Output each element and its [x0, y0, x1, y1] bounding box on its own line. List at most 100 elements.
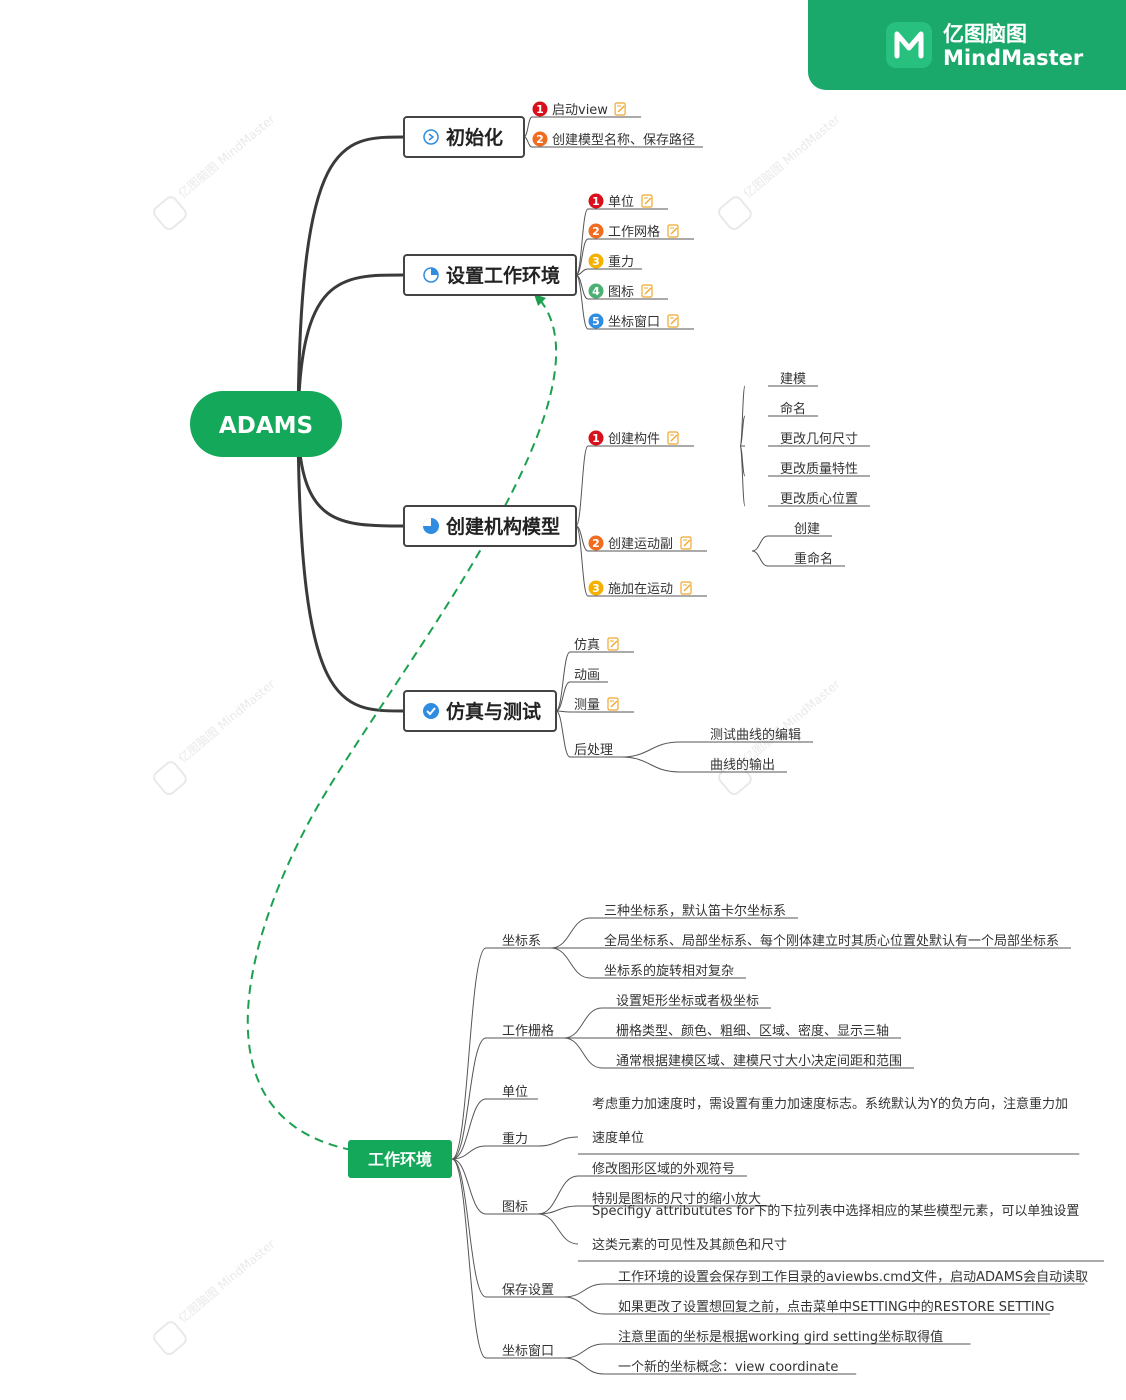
sim-item-3[interactable]: 测量 — [574, 698, 600, 713]
joint-sub-1[interactable]: 创建 — [794, 522, 820, 537]
workenv-detail[interactable]: 工作环境的设置会保存到工作目录的aviewbs.cmd文件，启动ADAMS会自动… — [618, 1269, 1088, 1285]
connector — [537, 1175, 579, 1215]
init-item-1-label: 启动view — [552, 103, 608, 118]
note-icon[interactable] — [667, 314, 679, 328]
model-sub-3[interactable]: 更改几何尺寸 — [780, 431, 858, 447]
workenv-detail[interactable]: 注意里面的坐标是根据working gird setting坐标取得值 — [618, 1329, 943, 1345]
priority-2-icon: 2 — [588, 223, 604, 239]
workenv-item-5[interactable]: 图标 — [502, 1200, 528, 1215]
workenv-detail[interactable]: 三种坐标系，默认笛卡尔坐标系 — [604, 903, 786, 919]
watermark: 亿图脑图 MindMaster — [153, 676, 278, 795]
workenv-item-6[interactable]: 保存设置 — [502, 1283, 554, 1298]
workenv-item-2[interactable]: 工作栅格 — [502, 1023, 554, 1039]
workenv-item-label: 坐标窗口 — [502, 1343, 554, 1359]
connector — [451, 1158, 487, 1215]
connector — [451, 1158, 487, 1359]
model-sub-2[interactable]: 命名 — [780, 401, 806, 417]
workenv-detail[interactable]: 设置矩形坐标或者极坐标 — [616, 994, 759, 1009]
workenv-detail[interactable]: 一个新的坐标概念：view coordinate — [618, 1359, 838, 1375]
note-icon[interactable] — [641, 284, 653, 298]
env-item-5[interactable]: 坐标窗口 — [608, 314, 660, 330]
note-icon[interactable] — [641, 194, 653, 208]
model-item-3[interactable]: 施加在运动 — [608, 582, 673, 597]
svg-text:亿图脑图 MindMaster: 亿图脑图 MindMaster — [175, 676, 278, 766]
floating-topic-label: 工作环境 — [368, 1150, 432, 1169]
workenv-item-7[interactable]: 坐标窗口 — [502, 1343, 554, 1359]
env-item-1[interactable]: 单位 — [608, 195, 634, 210]
workenv-item-label: 保存设置 — [502, 1283, 554, 1298]
env-item-4-label: 图标 — [608, 285, 634, 300]
connector — [537, 1205, 579, 1215]
sim-item-1[interactable]: 仿真 — [574, 638, 600, 653]
note-icon[interactable] — [607, 637, 619, 651]
connector — [563, 1343, 605, 1359]
topic-init-label: 初始化 — [446, 126, 503, 149]
init-item-1[interactable]: 启动view — [552, 103, 608, 118]
workenv-detail[interactable]: 如果更改了设置想回复之前，点击菜单中SETTING中的RESTORE SETTI… — [618, 1299, 1055, 1315]
svg-text:亿图脑图 MindMaster: 亿图脑图 MindMaster — [175, 111, 278, 201]
post-sub-1[interactable]: 测试曲线的编辑 — [710, 727, 801, 743]
workenv-item-1[interactable]: 坐标系 — [502, 934, 541, 949]
topic-sim[interactable]: 仿真与测试 — [403, 690, 557, 732]
model-sub-label: 更改质心位置 — [780, 492, 858, 507]
env-item-3[interactable]: 重力 — [608, 254, 634, 270]
model-sub-5[interactable]: 更改质心位置 — [780, 492, 858, 507]
chevron-right-circle-icon — [423, 129, 439, 145]
workenv-item-4[interactable]: 重力 — [502, 1131, 528, 1147]
workenv-detail[interactable]: 全局坐标系、局部坐标系、每个刚体建立时其质心位置处默认有一个局部坐标系 — [604, 933, 1059, 949]
note-icon[interactable] — [680, 581, 692, 595]
svg-text:亿图脑图 MindMaster: 亿图脑图 MindMaster — [175, 1236, 278, 1326]
workenv-detail[interactable]: 坐标系的旋转相对复杂 — [604, 963, 734, 979]
init-item-2[interactable]: 创建模型名称、保存路径 — [552, 132, 695, 148]
workenv-detail[interactable]: 考虑重力加速度时，需设置有重力加速度标志。系统默认为Y的负方向，注意重力加速度单… — [592, 1096, 1068, 1146]
topic-model[interactable]: 创建机构模型 — [403, 505, 577, 547]
connector — [523, 116, 533, 138]
model-item-1[interactable]: 创建构件 — [608, 432, 660, 447]
workenv-detail[interactable]: 修改图形区域的外观符号 — [592, 1161, 735, 1177]
connector — [751, 535, 769, 552]
topic-env[interactable]: 设置工作环境 — [403, 254, 577, 296]
workenv-detail[interactable]: 栅格类型、颜色、粗细、区域、密度、显示三轴 — [616, 1023, 889, 1039]
joint-sub-2[interactable]: 重命名 — [794, 551, 833, 567]
priority-number: 3 — [592, 255, 600, 268]
model-item-3-label: 施加在运动 — [608, 582, 673, 597]
topic-sim-label: 仿真与测试 — [446, 700, 541, 723]
env-item-2[interactable]: 工作网格 — [608, 224, 660, 240]
note-icon[interactable] — [680, 536, 692, 550]
env-item-5-label: 坐标窗口 — [608, 314, 660, 330]
workenv-detail[interactable]: 特别是图标的尺寸的缩小放大 — [592, 1191, 761, 1207]
connector — [555, 651, 571, 712]
workenv-detail-label: 通常根据建模区域、建模尺寸大小决定间距和范围 — [616, 1054, 902, 1069]
workenv-detail-label: 一个新的坐标概念：view coordinate — [618, 1359, 838, 1375]
post-sub-2[interactable]: 曲线的输出 — [710, 757, 775, 773]
sim-item-2[interactable]: 动画 — [574, 668, 600, 683]
note-icon[interactable] — [667, 224, 679, 238]
note-icon[interactable] — [667, 431, 679, 445]
sim-item-4[interactable]: 后处理 — [574, 743, 613, 758]
model-sub-4[interactable]: 更改质量特性 — [780, 462, 858, 477]
model-item-2[interactable]: 创建运动副 — [608, 537, 673, 552]
workenv-detail[interactable]: 通常根据建模区域、建模尺寸大小决定间距和范围 — [616, 1054, 902, 1069]
workenv-item-3[interactable]: 单位 — [502, 1085, 528, 1100]
svg-text:亿图脑图 MindMaster: 亿图脑图 MindMaster — [740, 676, 843, 766]
model-sub-1[interactable]: 建模 — [780, 372, 806, 387]
watermark: 亿图脑图 MindMaster — [153, 111, 278, 230]
note-icon[interactable] — [614, 102, 626, 116]
root-topic[interactable]: ADAMS — [190, 391, 342, 457]
connector — [563, 1357, 605, 1375]
main-connector — [296, 423, 405, 713]
topic-init[interactable]: 初始化 — [403, 116, 525, 158]
env-item-4[interactable]: 图标 — [608, 285, 634, 300]
floating-topic-workenv[interactable]: 工作环境 — [348, 1140, 452, 1178]
sim-item-4-label: 后处理 — [574, 743, 613, 758]
workenv-detail-label: 坐标系的旋转相对复杂 — [604, 963, 734, 979]
joint-sub-label: 创建 — [794, 522, 820, 537]
connector — [739, 385, 746, 447]
brand-subtitle: MindMaster — [943, 46, 1084, 70]
workenv-detail[interactable]: Specifigy attribututes for下的下拉列表中选择相应的某些… — [592, 1203, 1079, 1253]
note-icon[interactable] — [607, 697, 619, 711]
connector — [451, 947, 487, 1160]
priority-3-icon: 3 — [588, 580, 604, 596]
check-circle-icon — [423, 703, 439, 719]
watermark: 亿图脑图 MindMaster — [718, 111, 843, 230]
